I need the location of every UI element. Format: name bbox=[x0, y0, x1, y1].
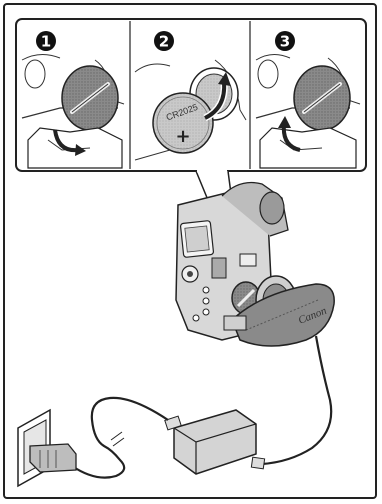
camcorder-battery-cover-slot bbox=[236, 288, 256, 308]
camcorder-lens-rear bbox=[259, 191, 285, 225]
ac-cord-strain-relief bbox=[164, 415, 182, 431]
camcorder-control-block bbox=[211, 257, 227, 279]
ac-adapter-body bbox=[173, 409, 257, 475]
step-2-number: 2 bbox=[159, 33, 169, 51]
step-1-housing-line bbox=[21, 54, 61, 61]
battery-cover-slot-outline-1 bbox=[71, 83, 109, 113]
camcorder-jack-panel bbox=[239, 253, 257, 267]
outer-frame bbox=[3, 3, 377, 499]
curved-arrow-up-left-head bbox=[278, 116, 291, 128]
power-cord bbox=[71, 396, 169, 479]
ac-adapter bbox=[164, 409, 257, 475]
step-1-latch-housing bbox=[27, 127, 123, 169]
hand-strap-stitch bbox=[245, 299, 319, 331]
dc-cable bbox=[261, 335, 333, 466]
coin-battery-rim bbox=[156, 96, 210, 150]
step-3-panel: 3 bbox=[255, 31, 361, 169]
battery-polarity-label: + bbox=[175, 126, 190, 147]
step-1-badge-icon bbox=[36, 31, 56, 51]
step-2-housing-edge bbox=[134, 149, 171, 161]
step-2-panel: CR2025 + 2 bbox=[134, 31, 247, 161]
step-3-housing-detail bbox=[257, 59, 279, 89]
power-plug-ribs bbox=[39, 450, 57, 468]
camcorder-button-4 bbox=[192, 314, 200, 322]
curved-arrow-up-head bbox=[218, 72, 231, 86]
step-3-latch-housing bbox=[259, 127, 357, 169]
camcorder: Canon bbox=[175, 181, 335, 347]
step-2-housing-line bbox=[134, 63, 171, 73]
step-3-badge-icon bbox=[275, 31, 295, 51]
dc-cable-strain-relief bbox=[250, 456, 266, 470]
curved-arrow-down-icon bbox=[53, 129, 79, 153]
coin-battery bbox=[152, 92, 214, 154]
step-2-badge-icon bbox=[154, 31, 174, 51]
step-3-number: 3 bbox=[280, 33, 290, 51]
curved-arrow-up-icon bbox=[204, 81, 227, 120]
strap-buckle bbox=[223, 315, 247, 331]
battery-cover-slot-outline-3 bbox=[303, 83, 341, 113]
step-1-number: 1 bbox=[41, 33, 51, 51]
mode-dial-center bbox=[187, 271, 193, 277]
step-1-panel: 1 bbox=[21, 31, 125, 169]
camcorder-button-3 bbox=[202, 308, 210, 316]
camcorder-button-2 bbox=[202, 297, 210, 305]
camcorder-button-1 bbox=[202, 286, 210, 294]
lcd-screen bbox=[184, 225, 210, 253]
power-cord-break-marks bbox=[110, 431, 125, 447]
step-3-housing-line bbox=[255, 54, 291, 61]
step-1-housing-detail bbox=[24, 59, 46, 89]
power-plug bbox=[29, 443, 77, 473]
wall-outlet bbox=[17, 408, 77, 488]
curved-arrow-down-head bbox=[75, 144, 86, 156]
